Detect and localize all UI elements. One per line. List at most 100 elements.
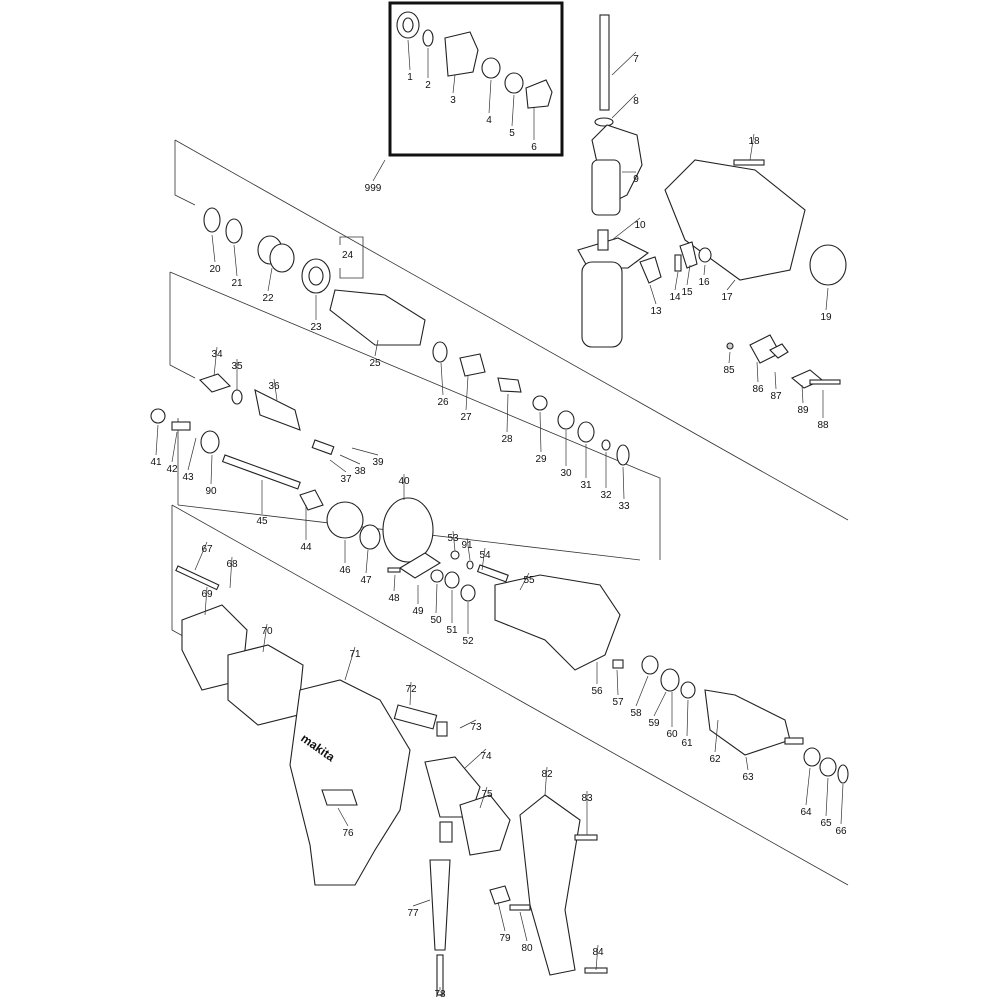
group-bracket: 24	[339, 236, 364, 279]
part-callout-999: 999	[365, 183, 382, 194]
leader-line-5	[511, 94, 515, 127]
part-callout-39: 39	[372, 457, 384, 468]
leader-lines	[155, 39, 844, 990]
part-callout-76: 76	[342, 828, 354, 839]
leader-line-84	[595, 944, 599, 971]
leader-line-39	[351, 447, 379, 456]
part-callout-75: 75	[481, 789, 493, 800]
leader-line-64	[805, 767, 811, 806]
part-callout-74: 74	[480, 751, 492, 762]
part-callout-22: 22	[262, 293, 274, 304]
part-callout-46: 46	[339, 565, 351, 576]
leader-line-18	[749, 133, 755, 161]
part-callout-38: 38	[354, 466, 366, 477]
leader-line-47	[365, 549, 369, 574]
part-callout-30: 30	[560, 468, 572, 479]
leader-line-67	[194, 541, 208, 571]
leader-line-1	[407, 39, 411, 71]
part-callout-67: 67	[201, 544, 213, 555]
leader-line-28	[506, 393, 509, 433]
part-callout-31: 31	[580, 480, 592, 491]
leader-line-72	[409, 681, 412, 706]
part-callout-18: 18	[748, 136, 760, 147]
part-callout-8: 8	[633, 96, 639, 107]
part-callout-2: 2	[425, 80, 431, 91]
leader-line-74	[464, 748, 487, 769]
leader-line-53	[452, 530, 456, 552]
leader-line-17	[726, 279, 736, 291]
leader-line-59	[653, 691, 667, 717]
leader-line-7	[611, 51, 637, 76]
part-callout-63: 63	[742, 772, 754, 783]
part-callout-33: 33	[618, 501, 630, 512]
part-callout-66: 66	[835, 826, 847, 837]
part-callout-36: 36	[268, 381, 280, 392]
leader-line-57	[616, 669, 619, 696]
part-callout-68: 68	[226, 559, 238, 570]
part-callout-61: 61	[681, 738, 693, 749]
leader-line-70	[262, 623, 268, 653]
leader-line-68	[229, 556, 233, 589]
part-callout-16: 16	[698, 277, 710, 288]
part-callout-41: 41	[150, 457, 162, 468]
part-callout-87: 87	[770, 391, 782, 402]
part-callout-49: 49	[412, 606, 424, 617]
leader-line-25	[374, 339, 379, 357]
part-callout-10: 10	[634, 220, 646, 231]
part-callout-83: 83	[581, 793, 593, 804]
part-callout-42: 42	[166, 464, 178, 475]
part-callout-50: 50	[430, 615, 442, 626]
leader-line-66	[840, 783, 844, 825]
leader-line-999	[372, 159, 386, 182]
part-callout-89: 89	[797, 405, 809, 416]
leader-line-65	[825, 777, 829, 817]
part-callout-60: 60	[666, 729, 678, 740]
leader-line-62	[714, 719, 719, 753]
part-callout-45: 45	[256, 516, 268, 527]
part-callout-71: 71	[349, 649, 361, 660]
leader-line-54	[481, 547, 486, 571]
leader-line-22	[267, 267, 273, 292]
part-callout-28: 28	[501, 434, 513, 445]
part-callout-6: 6	[531, 142, 537, 153]
part-callout-48: 48	[388, 593, 400, 604]
part-callout-4: 4	[486, 115, 492, 126]
part-callout-1: 1	[407, 72, 413, 83]
part-shapes	[150, 11, 849, 996]
leader-line-41	[155, 424, 159, 456]
leader-line-14	[674, 271, 679, 291]
part-callout-79: 79	[499, 933, 511, 944]
part-callout-59: 59	[648, 718, 660, 729]
leader-line-63	[745, 756, 749, 771]
leader-line-50	[435, 583, 438, 614]
part-callout-78: 78	[434, 989, 446, 1000]
leader-line-34	[213, 346, 218, 377]
part-callout-9: 9	[633, 174, 639, 185]
part-callout-73: 73	[470, 722, 482, 733]
part-callout-40: 40	[398, 476, 410, 487]
leader-line-42	[171, 431, 178, 463]
part-callout-20: 20	[209, 264, 221, 275]
part-callout-90: 90	[205, 486, 217, 497]
part-callout-47: 47	[360, 575, 372, 586]
part-callout-21: 21	[231, 278, 243, 289]
part-callout-14: 14	[669, 292, 681, 303]
leader-line-58	[635, 675, 649, 707]
leader-line-37	[329, 459, 347, 473]
part-callout-57: 57	[612, 697, 624, 708]
leader-line-48	[393, 574, 396, 592]
leader-line-20	[211, 234, 216, 263]
leader-line-73	[459, 719, 477, 729]
leader-line-90	[210, 454, 213, 485]
part-callout-85: 85	[723, 365, 735, 376]
part-callout-82: 82	[541, 769, 553, 780]
part-callout-27: 27	[460, 412, 472, 423]
part-callout-65: 65	[820, 818, 832, 829]
leader-line-61	[686, 699, 689, 737]
leader-line-43	[187, 437, 197, 471]
part-callout-88: 88	[817, 420, 829, 431]
leader-line-27	[465, 375, 469, 411]
leader-line-86	[756, 361, 759, 383]
leader-line-26	[440, 362, 444, 396]
part-callout-23: 23	[310, 322, 322, 333]
